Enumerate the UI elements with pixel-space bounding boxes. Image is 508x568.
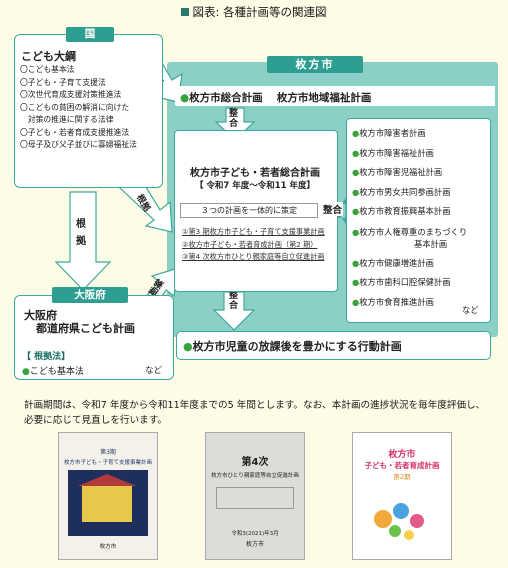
related-plan-text: 枚方市食育推進計画	[359, 296, 434, 307]
house-icon	[82, 484, 132, 522]
doc2-line1: 第4次	[241, 457, 269, 468]
doc2-frame	[216, 487, 294, 509]
related-plan-item: ●枚方市教育振興基本計画	[352, 202, 490, 222]
related-plan-item: ●枚方市人権尊重のまちづくり	[352, 226, 490, 238]
related-plans-box	[346, 118, 491, 323]
afterschool-plan-box	[176, 331, 491, 360]
kuni-law-item: 〇こどもの貧困の解消に向けた	[20, 102, 130, 112]
city-tab: 枚方市	[267, 56, 363, 73]
green-dot-icon: ●	[352, 296, 360, 307]
doc2-line2: 枚方市ひとり親家庭等自立促進計画	[211, 473, 299, 479]
osaka-name-line1: 大阪府	[24, 309, 57, 322]
city-top-plans-bg2	[280, 86, 495, 106]
related-plan-text: 枚方市歯科口腔保健計画	[359, 277, 451, 287]
document-cover-2: 第4次 枚方市ひとり親家庭等自立促進計画 令和3(2021)年3月 枚方市	[205, 432, 305, 560]
konkyo-left-label: 根拠	[76, 219, 86, 247]
center-plan-item: ②枚方市子ども・若者育成計画（第2 期）	[182, 239, 318, 249]
related-plans-list: ●枚方市障害者計画 ●枚方市障害福祉計画 ●枚方市障害児福祉計画 ●枚方市男女共…	[352, 124, 490, 312]
doc3-line1: 枚方市	[388, 450, 416, 460]
roof-icon	[78, 474, 136, 486]
doc3-illustration	[374, 503, 424, 540]
related-plan-text: 枚方市障害者計画	[359, 128, 426, 138]
osaka-name-line2: 都道府県こども計画	[36, 322, 135, 335]
related-plan-item: ●枚方市障害児福祉計画	[352, 163, 490, 183]
kuni-law-item: 〇子ども・若者育成支援推進法	[20, 127, 130, 137]
center-plan-title: 枚方市子ども・若者総合計画	[190, 168, 320, 179]
doc2-line4: 枚方市	[245, 541, 264, 548]
related-plan-text: 枚方市健康増進計画	[359, 257, 434, 268]
doc3-line3: 第2期	[393, 473, 411, 481]
green-dot-icon: ●	[352, 206, 360, 216]
green-dot-icon: ●	[352, 128, 360, 138]
related-plans-etc: など	[462, 305, 479, 315]
title-square-icon	[181, 8, 190, 16]
seigo-bottom-arrow	[212, 291, 256, 331]
related-plan-text: 枚方市男女共同参画計画	[359, 186, 451, 197]
afterschool-plan-text: 枚方市児童の放課後を豊かにする行動計画	[192, 340, 402, 353]
figure-title-text: 図表: 各種計画等の関連図	[192, 5, 327, 19]
osaka-law-text: こども基本法	[29, 367, 84, 377]
osaka-basis-heading: 【 根拠法】	[22, 352, 71, 362]
related-plan-item: ●枚方市歯科口腔保健計画	[352, 273, 490, 293]
kuni-heading: こども大綱	[21, 50, 76, 63]
osaka-tab: 大阪府	[52, 287, 128, 303]
green-dot-icon: ●	[352, 277, 360, 287]
seigo-top-label: 整合	[229, 109, 239, 129]
green-dot-icon: ●	[183, 340, 193, 353]
seigo-right-label: 整合	[322, 202, 344, 216]
kuni-law-item: 対策の推進に関する法律	[20, 115, 114, 124]
related-plan-item: ●枚方市男女共同参画計画	[352, 183, 490, 203]
related-plan-item: ●枚方市健康増進計画	[352, 254, 490, 274]
related-plan-text: 枚方市障害福祉計画	[359, 147, 434, 158]
related-plan-text: 枚方市障害児福祉計画	[359, 167, 443, 177]
kuni-law-list: 〇こども基本法 〇子ども・子育て支援法 〇次世代育成支援対策推進法 〇こどもの貧…	[20, 64, 160, 152]
center-plan-item: ①第3 期枚方市子ども・子育て支援事業計画	[182, 227, 325, 236]
center-plan-item: ③第4 次枚方市ひとり親家庭等自立促進計画	[182, 252, 325, 261]
unify-note: ３つの計画を一体的に策定	[180, 203, 318, 218]
related-plan-item-cont: 基本計画	[414, 238, 448, 249]
green-dot-icon: ●	[352, 226, 360, 237]
konkyo-left-arrow	[54, 191, 112, 291]
city-top-plans: ●枚方市総合計画 枚方市地域福祉計画	[180, 90, 371, 105]
afterschool-plan: ●枚方市児童の放課後を豊かにする行動計画	[183, 338, 402, 354]
kuni-tab: 国	[66, 27, 114, 42]
green-dot-icon: ●	[352, 257, 360, 268]
osaka-box	[14, 295, 174, 380]
green-dot-icon: ●	[22, 367, 30, 377]
city-top-plans-text: 枚方市総合計画 枚方市地域福祉計画	[189, 92, 372, 104]
related-plan-item: ●枚方市食育推進計画	[352, 293, 490, 313]
doc1-line2: 枚方市子ども・子育て支援事業計画	[63, 460, 152, 466]
kuni-law-item: 〇母子及び父子並びに寡婦福祉法	[20, 140, 137, 149]
kuni-box	[14, 34, 163, 188]
seigo-bottom-label: 整合	[229, 291, 239, 311]
related-plan-item: ●枚方市障害福祉計画	[352, 144, 490, 164]
plan-period-description: 計画期間は、令和7 年度から令和11年度までの5 年間とします。なお、本計画の進…	[24, 400, 486, 426]
figure-title: 図表: 各種計画等の関連図	[0, 4, 508, 20]
green-dot-icon: ●	[180, 92, 190, 104]
kuni-law-item: 〇子ども・子育て支援法	[20, 77, 106, 87]
osaka-law: ●こども基本法	[22, 364, 84, 377]
related-plan-text: 枚方市人権尊重のまちづくり	[359, 226, 468, 237]
center-plan-period: 【 令和7 年度〜令和11 年度】	[194, 181, 316, 191]
doc1-line3: 枚方市	[99, 544, 117, 550]
doc1-line1: 第3期	[100, 449, 116, 456]
doc1-illustration	[68, 470, 148, 536]
kuni-law-item: 〇こども基本法	[20, 65, 75, 74]
related-plan-item: ●枚方市障害者計画	[352, 124, 490, 144]
document-cover-1: 第3期 枚方市子ども・子育て支援事業計画 枚方市	[58, 432, 158, 560]
green-dot-icon: ●	[352, 167, 360, 177]
kuni-law-item: 〇次世代育成支援対策推進法	[20, 90, 122, 99]
green-dot-icon: ●	[352, 147, 360, 158]
document-cover-3: 枚方市 子ども・若者育成計画 第2期	[352, 432, 452, 560]
green-dot-icon: ●	[352, 186, 360, 197]
related-plan-text: 枚方市教育振興基本計画	[359, 206, 451, 216]
doc2-line3: 令和3(2021)年3月	[231, 531, 279, 537]
osaka-etc: など	[145, 366, 163, 376]
osaka-plan-name: 大阪府 都道府県こども計画	[24, 309, 135, 335]
doc3-line2: 子ども・若者育成計画	[364, 461, 440, 470]
center-plan-list: ①第3 期枚方市子ども・子育て支援事業計画 ②枚方市子ども・若者育成計画（第2 …	[182, 226, 332, 264]
